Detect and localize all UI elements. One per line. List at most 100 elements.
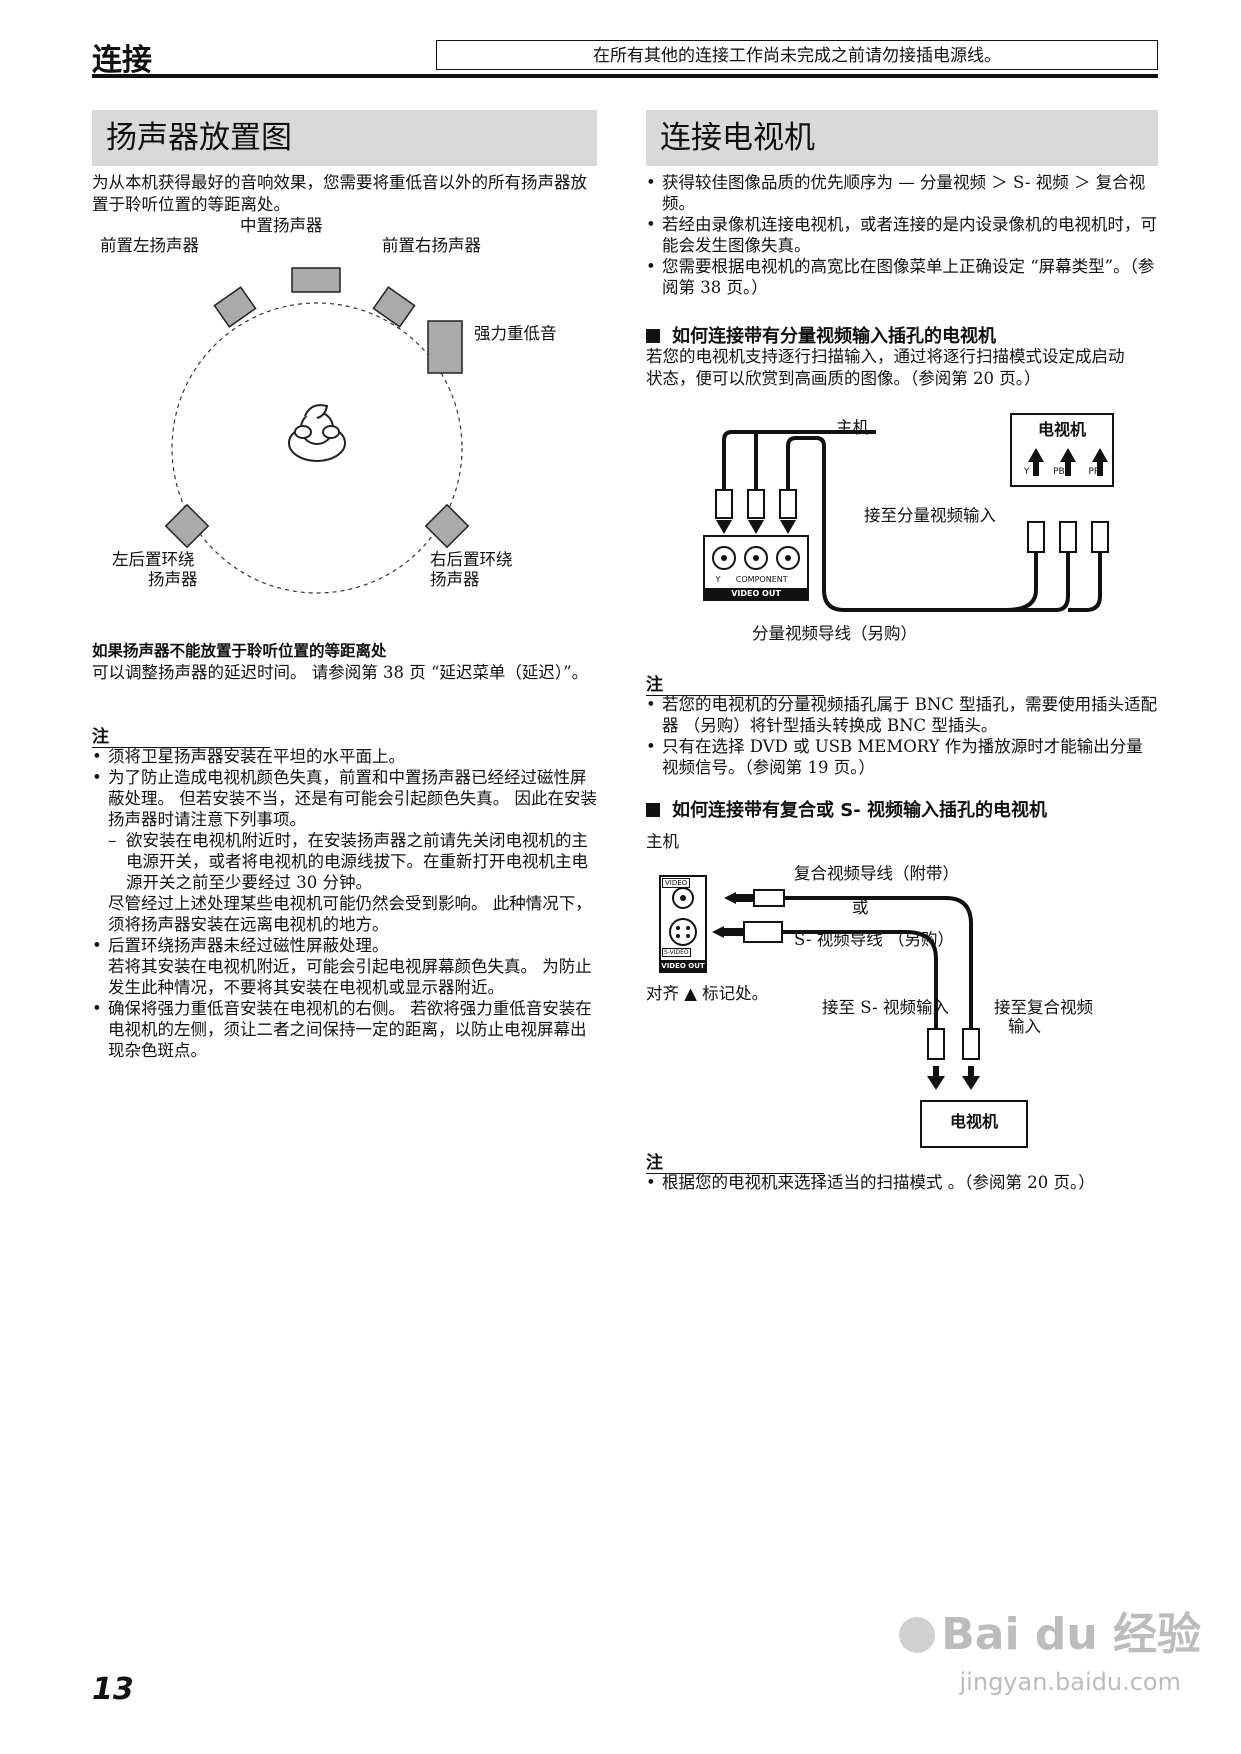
- tv-connection-heading: 连接电视机: [646, 110, 1158, 166]
- panel-jack-row-labels: Y COMPONENT: [706, 575, 810, 584]
- to-composite-input-label-1: 接至复合视频: [994, 998, 1093, 1017]
- page-number: 13: [92, 1672, 134, 1707]
- tv-jack-labels: Y PB PR: [1012, 457, 1112, 487]
- jack-centers: [721, 555, 791, 561]
- arrow-composite: [724, 892, 736, 904]
- main-unit-label-2: 主机: [646, 832, 679, 851]
- unequal-distance-text: 可以调整扬声器的延迟时间。 请参阅第 38 页 “延迟菜单（延迟）”。: [92, 663, 589, 682]
- rear-right-speaker-shape: [424, 503, 470, 549]
- note-item: 须将卫星扬声器安装在平坦的水平面上。: [92, 746, 597, 767]
- tv-label: 电视机: [1037, 420, 1086, 439]
- listening-circle: [171, 302, 463, 594]
- listener-icon: [288, 404, 346, 462]
- front-right-speaker-shape: [372, 286, 416, 328]
- svideo-jack-label: S-VIDEO: [662, 948, 691, 957]
- composite-tv-title: 如何连接带有复合或 S- 视频输入插孔的电视机: [672, 800, 1047, 821]
- subwoofer-label: 强力重低音: [474, 324, 557, 343]
- rear-right-label-line2: 扬声器: [430, 570, 480, 589]
- arrow-svideo: [712, 926, 724, 938]
- video-out-label-2: VIDEO OUT: [661, 962, 705, 970]
- jack-y-label: Y: [1023, 467, 1030, 477]
- note-item: 确保将强力重低音安装在电视机的右侧。 若欲将强力重低音安装在电视机的左侧，须让二…: [92, 998, 597, 1061]
- watermark-url: jingyan.baidu.com: [959, 1668, 1181, 1696]
- note-item: 只有在选择 DVD 或 USB MEMORY 作为播放源时才能输出分量视频信号。…: [646, 736, 1158, 778]
- tv-bullet: 若经由录像机连接电视机，或者连接的是内设录像机的电视机时，可能会发生图像失真。: [646, 214, 1158, 256]
- speaker-diagram-svg: [164, 267, 470, 594]
- watermark-brand: Bai du 经验: [899, 1598, 1201, 1662]
- video-out-label: VIDEO OUT: [731, 589, 781, 598]
- rear-left-speaker-shape: [164, 503, 210, 549]
- paw-icon: [899, 1617, 936, 1653]
- plugs-tv: [1027, 521, 1109, 553]
- component-diagram-svg: [703, 430, 1109, 612]
- svideo-cable: [782, 930, 938, 1029]
- component-tv-heading: 如何连接带有分量视频输入插孔的电视机: [646, 322, 1158, 348]
- svideo-plug: [743, 921, 783, 943]
- down-arrows: [716, 520, 796, 534]
- front-left-speaker-label: 前置左扬声器: [100, 236, 199, 255]
- composite-cable: [784, 896, 973, 1029]
- cable-main: [786, 436, 1070, 612]
- tv-box: 电视机 Y PB PR: [1010, 413, 1114, 487]
- to-component-input-label: 接至分量视频输入: [864, 506, 996, 525]
- rear-left-label-line1: 左后置环绕: [112, 550, 195, 569]
- note-item: 根据您的电视机来选择适当的扫描模式 。（参阅第 20 页。）: [646, 1172, 1158, 1193]
- tv-bullets: 获得较佳图像品质的优先顺序为 — 分量视频 ＞ S- 视频 ＞ 复合视频。 若经…: [646, 172, 1158, 298]
- note-item: 为了防止造成电视机颜色失真，前置和中置扬声器已经经过磁性屏蔽处理。 但若安装不当…: [92, 767, 597, 830]
- component-tv-title: 如何连接带有分量视频输入插孔的电视机: [672, 326, 996, 347]
- note-heading-left: 注: [92, 722, 270, 748]
- component-connection-diagram: 主机 电视机 Y PB PR 接至分量视频输入 Y COMPONENT VIDE…: [646, 413, 1158, 643]
- note-heading-right-1: 注: [646, 670, 824, 696]
- note-subitem: 欲安装在电视机附近时，在安装扬声器之前请先关闭电视机的主电源开关，或者将电视机的…: [92, 830, 597, 893]
- video-jack-label: VIDEO: [662, 878, 691, 888]
- tv-box-2: 电视机: [920, 1100, 1028, 1148]
- scan-mode-notes: 根据您的电视机来选择适当的扫描模式 。（参阅第 20 页。）: [646, 1172, 1158, 1193]
- speaker-layout-heading: 扬声器放置图: [92, 110, 597, 166]
- composite-plug: [753, 889, 785, 907]
- main-unit-label: 主机: [836, 418, 869, 437]
- component-tv-text: 若您的电视机支持逐行扫描输入，通过将逐行扫描模式设定成启动状态，便可以欣赏到高画…: [646, 347, 1125, 388]
- center-speaker-label: 中置扬声器: [240, 216, 323, 235]
- panel-y-label: Y: [715, 575, 721, 584]
- to-composite-input-label-2: 输入: [1008, 1017, 1041, 1036]
- jack-pr-label: PR: [1088, 467, 1101, 477]
- note-item: 后置环绕扬声器未经过磁性屏蔽处理。: [92, 935, 597, 956]
- speaker-intro: 为从本机获得最好的音响效果，您需要将重低音以外的所有扬声器放置于聆听位置的等距离…: [92, 173, 587, 214]
- speaker-notes-list: 须将卫星扬声器安装在平坦的水平面上。 为了防止造成电视机颜色失真，前置和中置扬声…: [92, 746, 597, 1061]
- down-arrows-tv: [927, 1066, 980, 1090]
- rear-left-label-line2: 扬声器: [148, 570, 198, 589]
- component-cable-label: 分量视频导线（另购）: [752, 624, 917, 643]
- square-bullet-icon: [646, 329, 660, 343]
- align-mark-label: 对齐 ▲ 标记处。: [646, 984, 769, 1003]
- tv-bullet: 获得较佳图像品质的优先顺序为 — 分量视频 ＞ S- 视频 ＞ 复合视频。: [646, 172, 1158, 214]
- jack-pb-label: PB: [1053, 467, 1065, 477]
- note-continuation: 尽管经过上述处理某些电视机可能仍然会受到影响。 此种情况下，须将扬声器安装在远离…: [108, 894, 592, 934]
- warning-notice: 在所有其他的连接工作尚未完成之前请勿接插电源线。: [436, 40, 1158, 70]
- note-continuation: 若将其安装在电视机附近，可能会引起电视屏幕颜色失真。 为防止发生此种情况，不要将…: [108, 957, 592, 997]
- svideo-cable-label: S- 视频导线 （另购）: [794, 930, 954, 949]
- plugs-top: [715, 489, 797, 519]
- to-svideo-input-label: 接至 S- 视频输入: [822, 998, 949, 1017]
- panel-component-label: COMPONENT: [735, 575, 788, 584]
- square-bullet-icon: [646, 803, 660, 817]
- front-right-speaker-label: 前置右扬声器: [382, 236, 481, 255]
- header-rule: [92, 74, 1158, 78]
- center-speaker-shape: [291, 267, 341, 293]
- note-item: 若您的电视机的分量视频插孔属于 BNC 型插孔，需要使用插头适配器 （另购）将针…: [646, 694, 1158, 736]
- note-heading-right-2: 注: [646, 1148, 824, 1174]
- video-out-strip: [704, 588, 808, 600]
- composite-tv-heading: 如何连接带有复合或 S- 视频输入插孔的电视机: [646, 796, 1158, 822]
- tv-bullet: 您需要根据电视机的高宽比在图像菜单上正确设定 “屏幕类型”。（参阅第 38 页。…: [646, 256, 1158, 298]
- cable-top: [722, 430, 876, 500]
- composite-cable-label: 复合视频导线（附带）: [794, 864, 959, 883]
- component-notes: 若您的电视机的分量视频插孔属于 BNC 型插孔，需要使用插头适配器 （另购）将针…: [646, 694, 1158, 778]
- unequal-distance-heading: 如果扬声器不能放置于聆听位置的等距离处: [92, 642, 387, 660]
- speaker-placement-diagram: 中置扬声器 前置左扬声器 前置右扬声器 强力重低音 左后置环绕 扬声器 右后置环…: [92, 216, 597, 598]
- front-left-speaker-shape: [213, 286, 257, 328]
- section-title: 连接: [92, 43, 152, 78]
- up-arrows: [1028, 448, 1108, 476]
- watermark-brand-text: Bai du 经验: [941, 1609, 1201, 1660]
- subwoofer-shape: [427, 320, 463, 374]
- svideo-jack: [669, 918, 697, 946]
- composite-connection-diagram: 主机 VIDEO S-VIDEO VIDEO OUT 复合视频导线（附带） 或 …: [646, 832, 1158, 1148]
